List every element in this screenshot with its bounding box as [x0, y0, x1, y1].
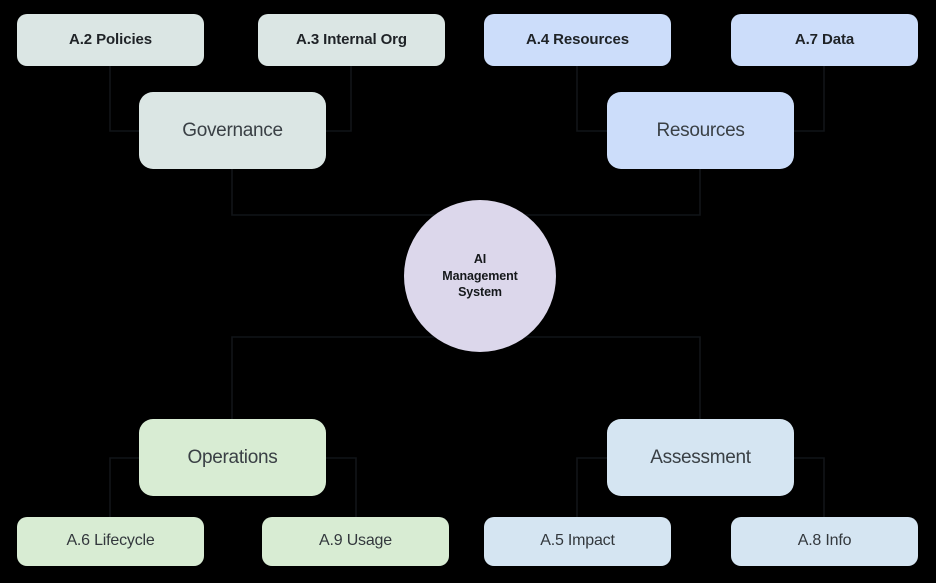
node-label: A.5 Impact [540, 532, 615, 550]
leaf-node-a4[interactable]: A.4 Resources [484, 14, 671, 66]
connector-hub-assessment [479, 336, 701, 420]
connector-resources-a4 [576, 65, 608, 132]
node-label: A.2 Policies [68, 31, 152, 49]
leaf-node-a8[interactable]: A.8 Info [731, 517, 918, 566]
connector-assessment-a5 [576, 457, 608, 518]
connector-governance-a2 [109, 65, 140, 132]
leaf-node-a5[interactable]: A.5 Impact [484, 517, 671, 566]
branch-node-operations[interactable]: Operations [139, 419, 326, 496]
node-label: A.9 Usage [319, 532, 392, 550]
node-label: Resources [656, 119, 745, 141]
node-label: A.6 Lifecycle [66, 532, 155, 550]
connector-operations-a6 [109, 457, 140, 518]
connector-assessment-a8 [793, 457, 825, 518]
connector-hub-operations [231, 336, 481, 420]
node-label: A.4 Resources [526, 31, 629, 49]
node-label: A.3 Internal Org [296, 31, 407, 49]
node-label: A.7 Data [794, 31, 855, 49]
connector-governance-a3 [325, 65, 352, 132]
leaf-node-a2[interactable]: A.2 Policies [17, 14, 204, 66]
branch-node-assessment[interactable]: Assessment [607, 419, 794, 496]
hub-label: AI Management System [442, 251, 518, 300]
leaf-node-a3[interactable]: A.3 Internal Org [258, 14, 445, 66]
branch-node-resources[interactable]: Resources [607, 92, 794, 169]
connector-resources-a7 [793, 65, 825, 132]
leaf-node-a7[interactable]: A.7 Data [731, 14, 918, 66]
node-label: Assessment [650, 446, 751, 468]
leaf-node-a9[interactable]: A.9 Usage [262, 517, 449, 566]
connector-hub-governance [231, 168, 481, 216]
node-label: Operations [187, 446, 278, 468]
node-label: Governance [182, 119, 283, 141]
node-label: A.8 Info [797, 532, 852, 550]
branch-node-governance[interactable]: Governance [139, 92, 326, 169]
leaf-node-a6[interactable]: A.6 Lifecycle [17, 517, 204, 566]
hub-node-ai-management-system[interactable]: AI Management System [404, 200, 556, 352]
connector-operations-a9 [325, 457, 357, 518]
